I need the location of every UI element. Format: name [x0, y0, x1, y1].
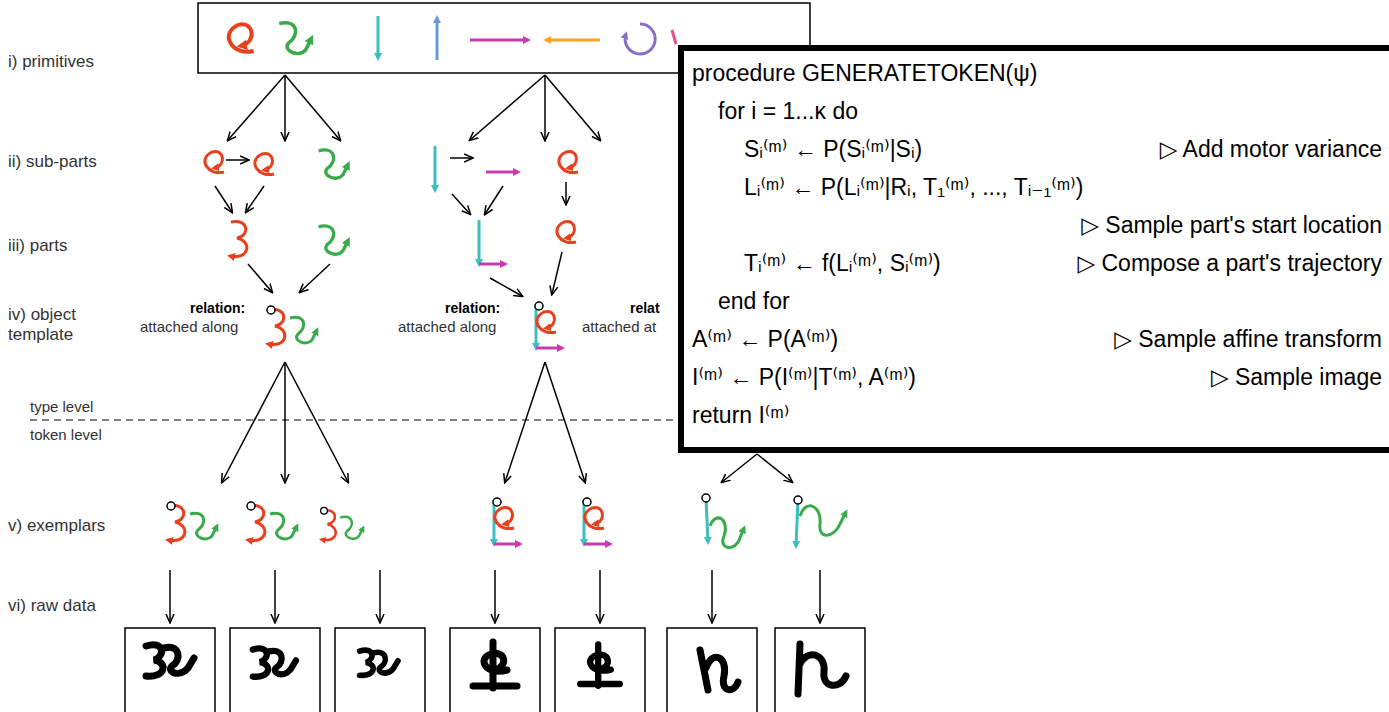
code-line: A⁽ᵐ⁾ ← P(A⁽ᵐ⁾) [692, 325, 838, 353]
relation-label: attached at [582, 318, 656, 335]
code-line: Lᵢ⁽ᵐ⁾ ← P(Lᵢ⁽ᵐ⁾|Rᵢ, T₁⁽ᵐ⁾, ..., Tᵢ₋₁⁽ᵐ⁾) [744, 173, 1083, 201]
pseudocode-box: procedure GENERATETOKEN(ψ) for i = 1...κ … [678, 45, 1389, 453]
relation-label: relation: [190, 300, 245, 316]
level-label: v) exemplars [8, 516, 105, 536]
level-label: vi) raw data [8, 596, 96, 616]
code-comment: ▷ Add motor variance [1160, 135, 1382, 163]
code-comment: ▷ Compose a part's trajectory [1077, 249, 1382, 277]
code-line: end for [718, 287, 790, 315]
level-label: token level [30, 426, 102, 443]
relation-label: relat [630, 300, 660, 316]
relation-label: attached along [140, 318, 238, 335]
code-comment: ▷ Sample image [1211, 363, 1382, 391]
code-line: I⁽ᵐ⁾ ← P(I⁽ᵐ⁾|T⁽ᵐ⁾, A⁽ᵐ⁾) [692, 363, 916, 391]
code-comment: ▷ Sample affine transform [1114, 325, 1382, 353]
code-line: return I⁽ᵐ⁾ [692, 401, 789, 429]
level-label: iii) parts [8, 236, 68, 256]
code-line: procedure GENERATETOKEN(ψ) [692, 59, 1037, 87]
level-label: iv) object template [8, 305, 100, 344]
code-line: Tᵢ⁽ᵐ⁾ ← f(Lᵢ⁽ᵐ⁾, Sᵢ⁽ᵐ⁾) [744, 249, 941, 277]
level-label: ii) sub-parts [8, 152, 97, 172]
level-label: type level [30, 398, 93, 415]
code-comment: ▷ Sample part's start location [1081, 211, 1382, 239]
level-label: i) primitives [8, 52, 94, 72]
relation-label: attached along [398, 318, 496, 335]
relation-label: relation: [445, 300, 500, 316]
code-line: Sᵢ⁽ᵐ⁾ ← P(Sᵢ⁽ᵐ⁾|Sᵢ) [744, 135, 922, 163]
code-line: for i = 1...κ do [718, 97, 858, 125]
